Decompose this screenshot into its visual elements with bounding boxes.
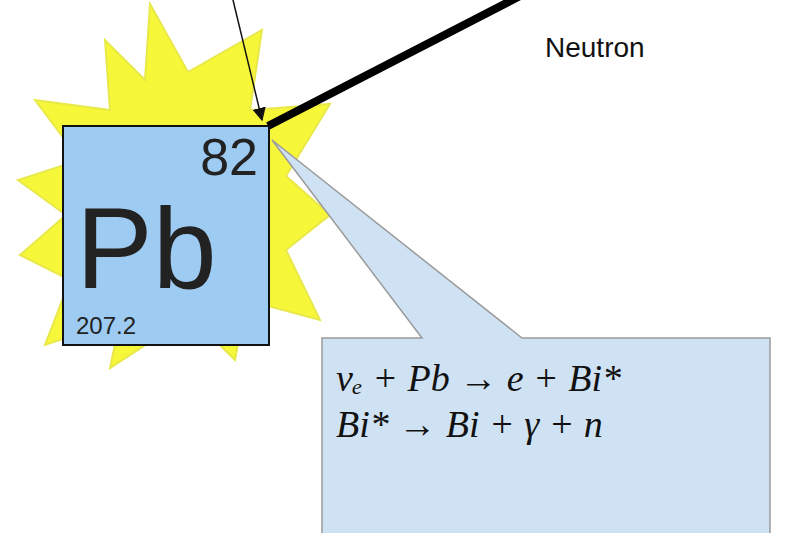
decay-equation: Bi* → Bi + γ + n [336,402,756,448]
particle-label: Neutron [545,32,645,64]
callout-shape [272,140,770,533]
atomic-number: 82 [200,131,258,183]
callout-bubble: νₑ + Pb → e + Bi*Bi* → Bi + γ + n [322,338,770,533]
atomic-mass: 207.2 [76,314,136,338]
element-symbol: Pb [76,191,217,306]
reaction-equation: νₑ + Pb → e + Bi* [336,356,756,402]
element-tile: 82Pb 207.2 [62,125,270,346]
neutron-track [268,0,520,126]
pointer-arrow [233,0,262,120]
starburst [18,4,330,368]
